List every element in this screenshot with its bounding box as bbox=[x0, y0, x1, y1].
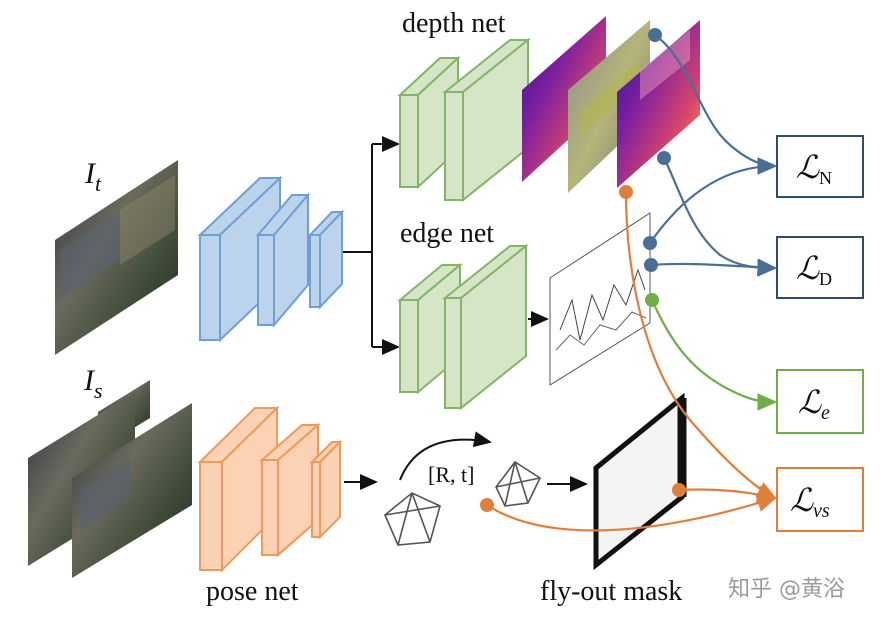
fly-out-mask bbox=[593, 392, 687, 571]
pose-net-label: pose net bbox=[206, 576, 299, 607]
loss-normal-box: ℒN bbox=[776, 135, 864, 198]
pose-net bbox=[197, 405, 343, 573]
depth-net bbox=[397, 37, 531, 203]
svg-text:ℒD: ℒD bbox=[796, 250, 832, 289]
watermark: 知乎 @黄浴 bbox=[728, 577, 845, 602]
fly-out-mask-label: fly-out mask bbox=[540, 576, 682, 607]
it-label: It bbox=[84, 157, 102, 196]
edge-map bbox=[549, 212, 651, 386]
depth-maps bbox=[522, 16, 700, 193]
green-connector-dot bbox=[645, 293, 659, 307]
svg-text:ℒe: ℒe bbox=[798, 384, 830, 424]
orange-connectors bbox=[486, 191, 778, 532]
depth-net-label: depth net bbox=[402, 8, 506, 39]
loss-view-synthesis-box: ℒvs bbox=[776, 467, 864, 532]
is-label: Is bbox=[83, 364, 103, 403]
camera-icon bbox=[384, 492, 441, 546]
target-image bbox=[55, 160, 178, 355]
edge-net bbox=[397, 243, 529, 411]
transformed-camera-icon bbox=[495, 460, 542, 507]
source-images bbox=[28, 380, 192, 578]
rt-label: [R, t] bbox=[428, 462, 474, 487]
loss-depth-box: ℒD bbox=[776, 236, 864, 299]
transform-arc-arrow bbox=[399, 431, 492, 481]
loss-edge-box: ℒe bbox=[776, 369, 864, 434]
shared-encoder bbox=[197, 175, 345, 343]
encoder-branch bbox=[343, 136, 400, 355]
orange-connector-dots bbox=[480, 185, 686, 512]
svg-text:ℒvs: ℒvs bbox=[790, 482, 830, 522]
edge-loss-connector bbox=[650, 299, 778, 411]
svg-text:ℒN: ℒN bbox=[796, 149, 832, 188]
blue-connector-dots bbox=[643, 28, 671, 272]
edge-net-label: edge net bbox=[400, 218, 494, 249]
blue-connectors bbox=[649, 34, 778, 277]
